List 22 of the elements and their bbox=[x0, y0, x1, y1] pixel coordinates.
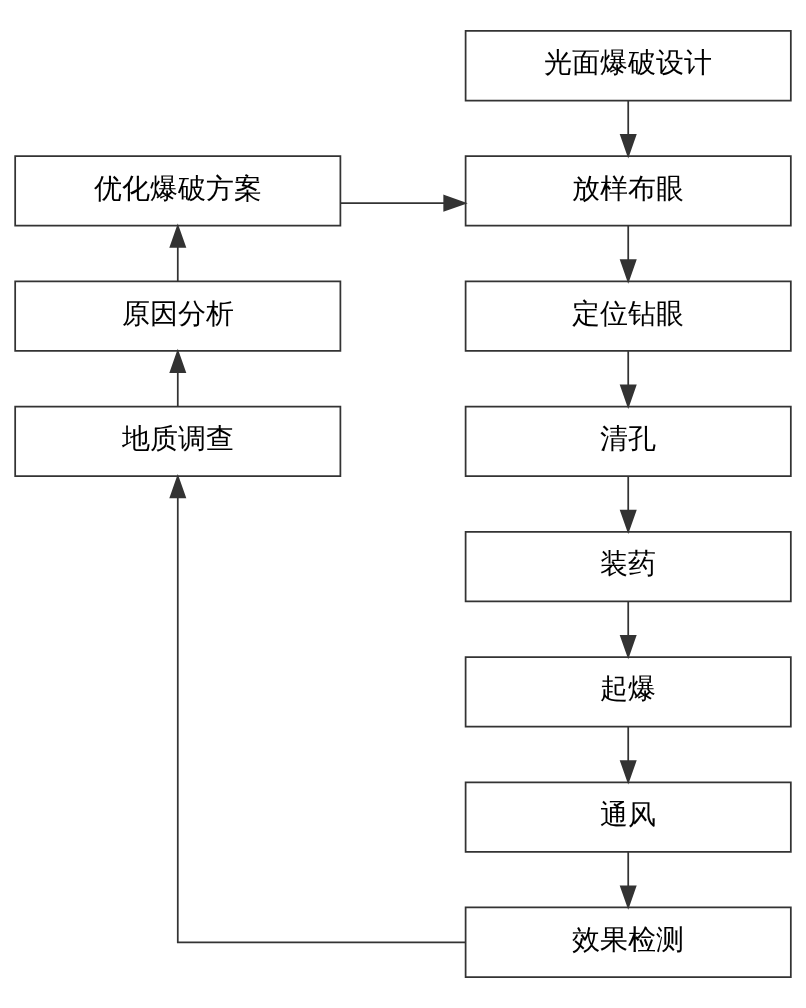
arrow bbox=[619, 725, 637, 785]
node-box: 定位钻眼 bbox=[464, 280, 792, 352]
node-box: 清孔 bbox=[464, 405, 792, 478]
arrow bbox=[169, 223, 187, 283]
arrow bbox=[169, 473, 467, 944]
arrow bbox=[619, 224, 637, 284]
arrow bbox=[169, 348, 187, 408]
node-box: 装药 bbox=[464, 530, 792, 603]
node-box: 通风 bbox=[464, 781, 792, 853]
node-box: 起爆 bbox=[464, 656, 792, 728]
node-box: 原因分析 bbox=[14, 280, 342, 352]
arrow bbox=[619, 851, 637, 910]
arrow bbox=[619, 475, 637, 535]
arrow bbox=[619, 99, 637, 159]
node-box: 优化爆破方案 bbox=[14, 155, 342, 227]
arrow bbox=[619, 600, 637, 660]
arrow bbox=[619, 350, 637, 409]
node-box: 放样布眼 bbox=[464, 155, 792, 227]
node-box: 效果检测 bbox=[464, 906, 792, 978]
node-box: 光面爆破设计 bbox=[464, 30, 792, 102]
node-box: 地质调查 bbox=[14, 405, 342, 478]
arrow bbox=[339, 194, 468, 212]
